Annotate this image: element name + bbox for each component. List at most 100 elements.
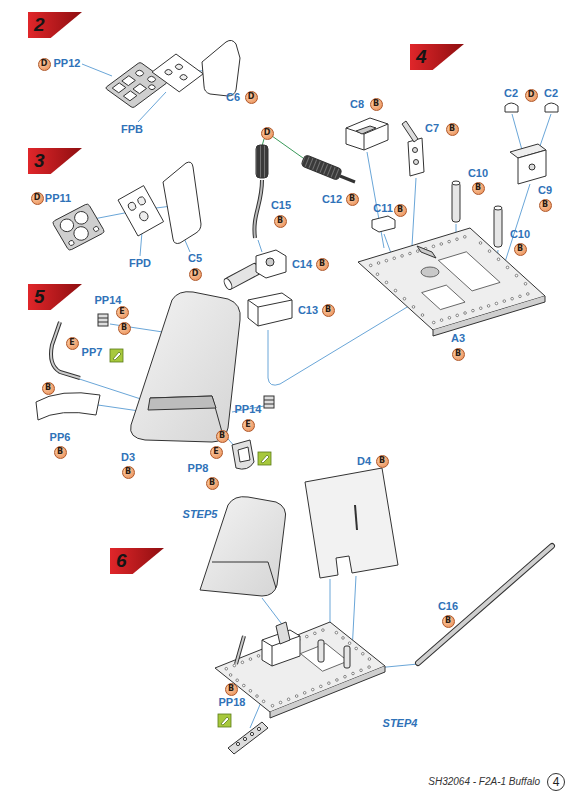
step-flag: 5 bbox=[28, 284, 82, 310]
floor-plate bbox=[432, 245, 435, 248]
part-number: C16 bbox=[438, 600, 458, 612]
instrument-panel-parts bbox=[122, 76, 136, 86]
paint-code: D bbox=[34, 194, 41, 202]
part-number: PP12 bbox=[54, 57, 81, 69]
cockpit-floor-parts bbox=[412, 178, 416, 246]
step-flag-shape bbox=[110, 548, 164, 574]
paint-code: E bbox=[69, 339, 74, 347]
step-flag: 2 bbox=[28, 12, 82, 38]
floor-plate bbox=[524, 282, 527, 285]
floor-plate bbox=[295, 695, 298, 698]
glue-symbol bbox=[110, 349, 123, 362]
step-number: 4 bbox=[410, 44, 464, 70]
cockpit-floor-parts bbox=[223, 277, 234, 290]
instrument-panel-parts bbox=[82, 40, 240, 122]
paint-code-marker: B bbox=[539, 199, 552, 212]
floor-plate bbox=[336, 679, 339, 682]
floor-plate bbox=[257, 655, 260, 658]
part-number: C2 bbox=[504, 87, 518, 99]
paint-code-marker: B bbox=[370, 98, 383, 111]
paint-code: D bbox=[248, 93, 255, 101]
cockpit-floor-parts bbox=[346, 118, 388, 150]
part-number: C15 bbox=[271, 199, 291, 211]
floor-plate bbox=[256, 695, 259, 698]
instrument-panel-parts bbox=[118, 186, 164, 236]
instrument-panel-parts bbox=[93, 226, 100, 233]
paint-code-marker: D bbox=[525, 89, 538, 102]
instrument-panel-parts bbox=[127, 201, 137, 212]
instrument-panel-parts bbox=[52, 162, 201, 256]
paint-code: B bbox=[455, 350, 461, 358]
floor-plate bbox=[236, 679, 239, 682]
paint-code-marker: B bbox=[225, 683, 238, 696]
paint-code-marker: B bbox=[54, 446, 67, 459]
step-flag-shape bbox=[28, 284, 82, 310]
paint-code-marker: D bbox=[189, 268, 202, 281]
floor-plate bbox=[376, 273, 379, 276]
floor-plate bbox=[344, 675, 347, 678]
footer-text: SH32064 - F2A-1 Buffalo bbox=[428, 776, 540, 787]
floor-plate bbox=[511, 297, 514, 300]
step-flag: 4 bbox=[410, 44, 464, 70]
cockpit-floor-parts bbox=[414, 160, 419, 165]
instrument-panel-parts bbox=[174, 63, 184, 70]
instrument-panel-parts bbox=[202, 40, 240, 96]
part-number: C6 bbox=[226, 91, 240, 103]
step-flag-shape bbox=[410, 44, 464, 70]
glue-symbol bbox=[113, 352, 121, 360]
cockpit-floor-parts bbox=[417, 246, 436, 258]
floor-plate bbox=[438, 252, 500, 291]
step-flag-shape bbox=[28, 148, 82, 174]
paint-code: D bbox=[528, 91, 535, 99]
part-number: A3 bbox=[451, 332, 465, 344]
paint-code: E bbox=[119, 308, 124, 316]
floor-plate bbox=[328, 682, 331, 685]
cockpit-assembly bbox=[236, 636, 244, 664]
floor-plate bbox=[215, 622, 385, 718]
floor-plate bbox=[262, 700, 265, 703]
paint-code: B bbox=[542, 201, 548, 209]
paint-code-marker: B bbox=[394, 204, 407, 217]
cockpit-floor-parts bbox=[402, 121, 418, 142]
floor-plate bbox=[348, 642, 351, 645]
instrument-panel-parts bbox=[138, 210, 150, 222]
seat-parts bbox=[98, 318, 108, 319]
floor-plate bbox=[306, 635, 309, 638]
glue-symbol bbox=[110, 349, 271, 727]
part-number: C7 bbox=[425, 122, 439, 134]
part-number: PP7 bbox=[82, 346, 103, 358]
cockpit-assembly bbox=[318, 640, 324, 662]
paint-code-marker: E bbox=[242, 419, 255, 432]
step-number: 5 bbox=[28, 284, 82, 310]
instrument-panel-parts bbox=[58, 217, 76, 234]
cockpit-floor-parts bbox=[505, 184, 530, 262]
floor-plate bbox=[403, 297, 406, 300]
floor-plate bbox=[393, 257, 396, 260]
floor-plate bbox=[448, 316, 451, 319]
instrument-panel-parts bbox=[152, 54, 203, 92]
part-number: C10 bbox=[510, 228, 530, 240]
paint-code: B bbox=[445, 617, 451, 625]
part-number: PP11 bbox=[45, 192, 71, 204]
instrument-panel-parts bbox=[118, 186, 164, 236]
floor-plate bbox=[243, 684, 246, 687]
paint-code: B bbox=[517, 245, 523, 253]
floor-plate bbox=[503, 300, 506, 303]
paint-code: D bbox=[192, 270, 199, 278]
floor-plate bbox=[464, 236, 467, 239]
paint-code-marker: E bbox=[116, 306, 129, 319]
seat-parts bbox=[51, 322, 80, 378]
part-number: FPD bbox=[129, 257, 151, 269]
floor-plate bbox=[225, 667, 228, 670]
paint-code-marker: B bbox=[376, 455, 389, 468]
seat-parts bbox=[36, 292, 274, 469]
part-number: PP14 bbox=[95, 294, 122, 306]
instrument-panel-parts bbox=[136, 196, 146, 207]
paint-code-marker: B bbox=[322, 304, 335, 317]
instrument-panel-parts bbox=[152, 54, 203, 92]
cockpit-floor-parts bbox=[540, 114, 551, 146]
floor-plate bbox=[527, 293, 530, 296]
cockpit-floor-parts bbox=[408, 138, 424, 176]
floor-plate bbox=[303, 692, 306, 695]
part-number: C9 bbox=[538, 184, 552, 196]
